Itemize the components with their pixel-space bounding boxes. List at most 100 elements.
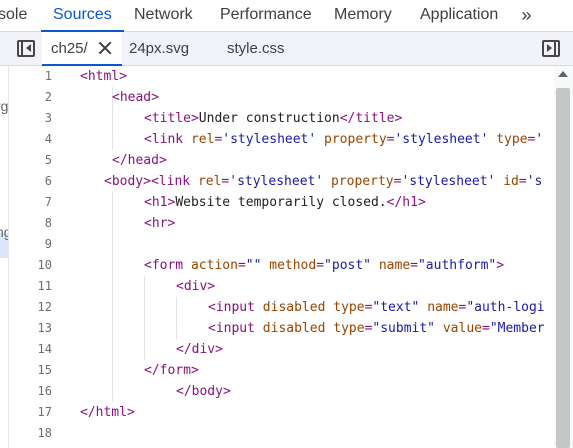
- code-token: "authform": [417, 258, 497, 273]
- line-number[interactable]: 11: [37, 279, 52, 293]
- code-line[interactable]: <hr>: [144, 213, 175, 234]
- code-token: <body>: [104, 174, 151, 189]
- code-token: [419, 300, 427, 315]
- code-token: property: [324, 132, 387, 147]
- code-token: 'stylesheet': [401, 174, 496, 189]
- code-token: 's: [526, 174, 543, 189]
- code-token: </title>: [339, 111, 403, 126]
- code-token: disabled: [262, 321, 326, 336]
- code-token: rel: [197, 174, 222, 189]
- code-token: <div>: [176, 279, 216, 294]
- code-token: =: [527, 132, 536, 147]
- code-token: </form>: [144, 363, 199, 378]
- code-line[interactable]: </html>: [80, 402, 135, 423]
- code-token: </h1>: [386, 195, 426, 210]
- code-line[interactable]: <body><link rel='stylesheet' property='s…: [104, 171, 542, 192]
- navigator-fragment: ng: [0, 224, 8, 240]
- indent-guide: [144, 276, 145, 360]
- indent-guide: [176, 297, 177, 339]
- line-number[interactable]: 8: [44, 216, 52, 230]
- line-number[interactable]: 9: [44, 237, 52, 251]
- line-number[interactable]: 5: [44, 153, 52, 167]
- code-token: <link: [150, 174, 198, 189]
- scroll-up-icon[interactable]: [558, 71, 568, 77]
- code-line[interactable]: <h1>Website temporarily closed.</h1>: [144, 192, 426, 213]
- code-token: =: [221, 174, 230, 189]
- code-token: </html>: [80, 405, 135, 420]
- line-number[interactable]: 14: [37, 342, 52, 356]
- line-number[interactable]: 12: [37, 300, 52, 314]
- line-number[interactable]: 4: [44, 132, 52, 146]
- code-token: disabled: [262, 300, 326, 315]
- code-token: =: [214, 132, 223, 147]
- code-token: "Member: [489, 321, 545, 336]
- code-token: "": [245, 258, 262, 273]
- panel-tabbar: sole Sources Network Performance Memory …: [0, 0, 573, 32]
- code-line[interactable]: </body>: [176, 381, 231, 402]
- tab-performance[interactable]: Performance: [220, 6, 312, 23]
- line-number[interactable]: 13: [37, 321, 52, 335]
- code-token: [323, 174, 331, 189]
- tab-memory[interactable]: Memory: [334, 6, 392, 23]
- line-number[interactable]: 10: [37, 258, 52, 272]
- tab-console[interactable]: sole: [0, 6, 28, 23]
- code-line[interactable]: <link rel='stylesheet' property='stylesh…: [144, 129, 543, 150]
- line-number[interactable]: 2: [44, 90, 52, 104]
- line-number[interactable]: 1: [44, 69, 52, 83]
- code-token: Website temporarily closed.: [175, 195, 387, 210]
- code-token: Under construction: [198, 111, 340, 126]
- line-number[interactable]: 16: [37, 384, 52, 398]
- close-icon[interactable]: [98, 41, 112, 55]
- code-line[interactable]: </div>: [176, 339, 223, 360]
- line-number[interactable]: 17: [37, 405, 52, 419]
- navigator-selected-row[interactable]: [0, 233, 8, 258]
- code-token: type: [496, 132, 528, 147]
- chevron-double-right-icon[interactable]: »: [521, 5, 531, 25]
- code-line[interactable]: <div>: [176, 276, 215, 297]
- code-token: value: [442, 321, 482, 336]
- file-tab-label: ch25/: [51, 40, 88, 57]
- file-tab-ch25[interactable]: ch25/: [42, 32, 122, 66]
- toggle-navigator-icon[interactable]: [17, 40, 35, 57]
- code-line[interactable]: <title>Under construction</title>: [144, 108, 402, 129]
- line-number[interactable]: 18: [37, 426, 52, 440]
- code-line[interactable]: <input disabled type="text" name="auth-l…: [208, 297, 545, 318]
- code-token: =: [481, 321, 490, 336]
- file-tab-24px-svg[interactable]: 24px.svg: [129, 40, 190, 57]
- code-token: =: [364, 321, 373, 336]
- code-token: rel: [190, 132, 215, 147]
- code-line[interactable]: </form>: [144, 360, 199, 381]
- code-line[interactable]: <head>: [112, 87, 159, 108]
- code-token: </div>: [176, 342, 223, 357]
- navigator-fragment: rg: [0, 98, 9, 114]
- code-line[interactable]: <form action="" method="post" name="auth…: [144, 255, 504, 276]
- code-token: "auth-logi: [466, 300, 545, 315]
- code-token: [371, 258, 379, 273]
- file-tab-style-css[interactable]: style.css: [227, 40, 285, 57]
- line-number[interactable]: 3: [44, 111, 52, 125]
- code-token: action: [190, 258, 238, 273]
- tab-network[interactable]: Network: [134, 6, 193, 23]
- code-token: <link: [144, 132, 191, 147]
- code-line[interactable]: <html>: [80, 66, 127, 87]
- line-number[interactable]: 6: [44, 174, 52, 188]
- code-token: id: [503, 174, 519, 189]
- code-token: name: [378, 258, 411, 273]
- tab-sources[interactable]: Sources: [41, 0, 124, 32]
- code-token: =: [386, 132, 395, 147]
- code-token: "submit": [372, 321, 436, 336]
- line-number[interactable]: 15: [37, 363, 52, 377]
- code-token: [435, 321, 443, 336]
- scrollbar-thumb[interactable]: [556, 88, 570, 448]
- code-token: 'stylesheet': [222, 132, 317, 147]
- navigator-pane: rg ng: [0, 66, 9, 448]
- toggle-sidebar-icon[interactable]: [542, 40, 560, 57]
- indent-guide: [112, 87, 113, 150]
- code-line[interactable]: <input disabled type="submit" value="Mem…: [208, 318, 545, 339]
- code-token: =: [316, 258, 325, 273]
- line-number[interactable]: 7: [44, 195, 52, 209]
- code-token: type: [333, 300, 365, 315]
- code-line[interactable]: </head>: [112, 150, 167, 171]
- tab-application[interactable]: Application: [420, 6, 499, 23]
